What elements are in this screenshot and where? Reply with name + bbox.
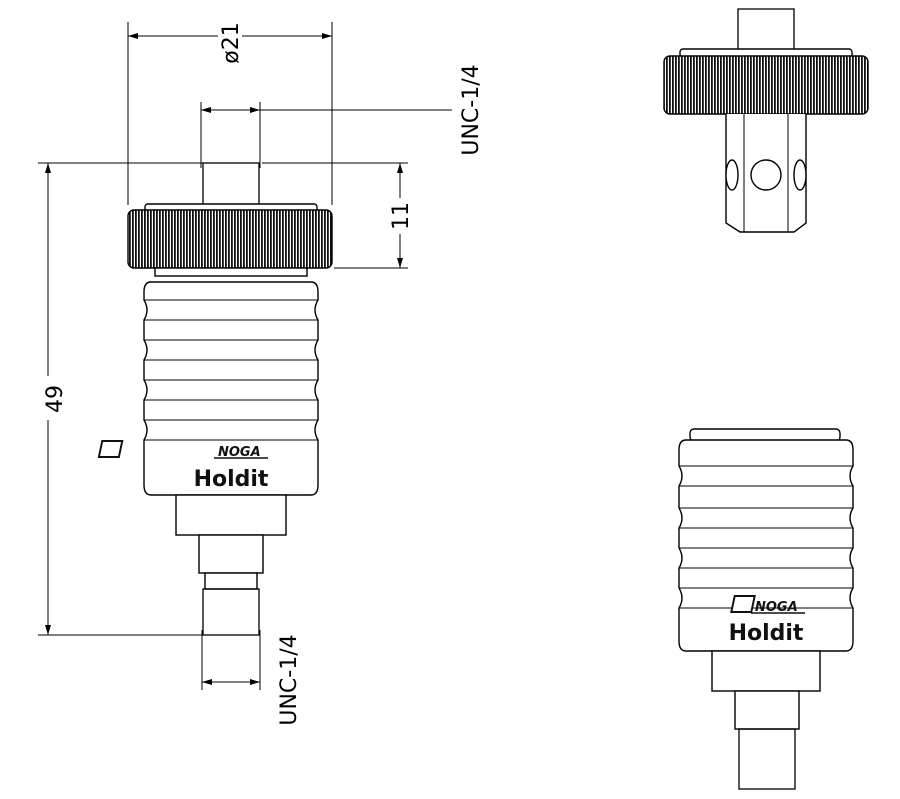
bottom-thread [202, 588, 260, 636]
svg-text:11: 11 [389, 202, 414, 230]
dimension-diameter: ø21 [127, 18, 333, 205]
bottom-right-view: NOGA Holdit [678, 428, 854, 790]
svg-text:49: 49 [43, 385, 68, 413]
front-view: NOGA Holdit [97, 162, 333, 636]
svg-text:NOGA: NOGA [218, 445, 261, 460]
dimension-bottom-thread: UNC-1/4 [201, 630, 302, 726]
svg-text:NOGA: NOGA [755, 600, 798, 615]
product-name: Holdit [194, 467, 269, 492]
top-right-view [663, 8, 869, 233]
main-body [143, 281, 319, 496]
top-thread [202, 162, 260, 209]
noga-logo-small: NOGA [730, 595, 805, 615]
svg-text:UNC-1/4: UNC-1/4 [459, 64, 484, 155]
dimension-top-thread: UNC-1/4 [200, 64, 484, 168]
dimension-knob-height: 11 [262, 162, 414, 269]
knurled-knob [127, 209, 333, 269]
svg-text:ø21: ø21 [219, 22, 244, 63]
noga-logo: NOGA [97, 440, 268, 460]
svg-text:UNC-1/4: UNC-1/4 [277, 634, 302, 725]
product-name-small: Holdit [729, 621, 804, 646]
dimension-overall-length: 49 [36, 162, 205, 636]
